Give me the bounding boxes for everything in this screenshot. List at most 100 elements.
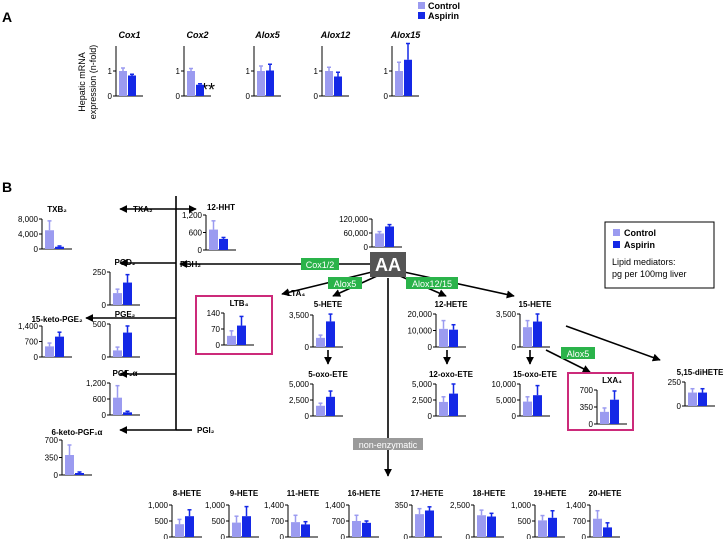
panel-a-letter: A xyxy=(2,9,12,25)
bar-aspirin xyxy=(123,332,132,357)
bar-control xyxy=(45,346,54,357)
bar-aspirin xyxy=(487,516,496,537)
bar-control xyxy=(352,521,361,537)
bar-control xyxy=(415,514,424,537)
y-tick-label: 0 xyxy=(221,533,226,539)
bar-control xyxy=(316,337,325,347)
enzyme-tag-alox5-lower xyxy=(561,347,595,359)
y-tick-label: 10,000 xyxy=(492,380,517,389)
label-pgi2: PGI₂ xyxy=(197,426,215,435)
bar-aspirin xyxy=(533,395,542,416)
chart-title: 17-HETE xyxy=(411,489,445,498)
bar-control xyxy=(257,71,265,96)
bar-control xyxy=(316,405,325,416)
bar-control xyxy=(688,392,697,406)
y-tick-label: 0 xyxy=(428,412,433,421)
bar-control xyxy=(175,524,184,537)
y-tick-label: 0 xyxy=(305,343,310,352)
bar-control xyxy=(325,71,333,96)
y-tick-label: 0 xyxy=(582,533,587,539)
y-tick-label: 0 xyxy=(512,412,517,421)
chart-title: Cox2 xyxy=(186,30,208,40)
bar-aspirin xyxy=(326,396,335,416)
y-tick-label: 0 xyxy=(102,411,107,420)
bar-control xyxy=(593,518,602,537)
y-tick-label: 0 xyxy=(404,533,409,539)
chart-aa: 120,000 60,000 0 xyxy=(339,215,402,252)
chart-title: PGE₂ xyxy=(115,310,136,319)
bar-control xyxy=(65,455,74,475)
y-tick-label: 0 xyxy=(589,420,594,429)
y-tick-label: 0 xyxy=(54,471,59,480)
bar-aspirin xyxy=(123,412,132,415)
bar-aspirin xyxy=(385,226,394,247)
bar-control xyxy=(187,71,195,96)
legend-b-swatch-aspirin xyxy=(613,241,620,248)
bar-aspirin xyxy=(55,246,64,249)
chart-title: Cox1 xyxy=(118,30,140,40)
bar-control xyxy=(538,520,547,537)
y-tick-label: 1 xyxy=(384,67,389,76)
y-tick-label: 0 xyxy=(102,353,107,362)
significance-marker: ** xyxy=(201,80,215,100)
y-tick-label: 0 xyxy=(164,533,169,539)
panel-a-ylabel-line1: Hepatic mRNA xyxy=(77,52,87,112)
bar-control xyxy=(439,401,448,416)
bar-aspirin xyxy=(533,321,542,347)
chart-title: 20-HETE xyxy=(589,489,623,498)
bar-aspirin xyxy=(196,84,204,96)
enzyme-tag-alox1215 xyxy=(406,277,458,289)
bar-aspirin xyxy=(75,473,84,475)
y-tick-label: 5,000 xyxy=(289,380,310,389)
bar-control xyxy=(113,397,122,415)
bar-control xyxy=(291,522,300,537)
bar-aspirin xyxy=(548,517,557,537)
y-tick-label: 1 xyxy=(314,67,319,76)
enzyme-tag-cox-label: Cox1/2 xyxy=(306,260,335,270)
y-tick-label: 120,000 xyxy=(339,215,368,224)
panel-a-ylabel-line2: expression (n-fold) xyxy=(88,45,98,120)
y-tick-label: 500 xyxy=(93,320,107,329)
y-tick-label: 500 xyxy=(155,517,169,526)
chart-title: 18-HETE xyxy=(473,489,507,498)
y-tick-label: 60,000 xyxy=(344,229,369,238)
y-tick-label: 2,500 xyxy=(289,396,310,405)
y-tick-label: 2,500 xyxy=(412,396,433,405)
bar-aspirin xyxy=(326,321,335,347)
y-tick-label: 0 xyxy=(512,343,517,352)
panel-a-legend: Control Aspirin xyxy=(418,1,460,21)
bar-aspirin xyxy=(449,393,458,416)
panel-b-legend: Control Aspirin Lipid mediators: pg per … xyxy=(604,221,715,289)
y-tick-label: 700 xyxy=(271,517,285,526)
bar-control xyxy=(477,515,486,537)
y-tick-label: 0 xyxy=(341,533,346,539)
bar-aspirin xyxy=(449,329,458,347)
chart-title: TXB₂ xyxy=(47,205,67,214)
y-tick-label: 0 xyxy=(677,402,682,411)
y-tick-label: 0 xyxy=(246,92,251,101)
y-tick-label: 700 xyxy=(573,517,587,526)
bar-control xyxy=(227,335,236,345)
enzyme-tag-alox5 xyxy=(328,277,362,289)
y-tick-label: 1 xyxy=(246,67,251,76)
bar-control xyxy=(45,230,54,249)
label-txa2: TXA₂ xyxy=(133,205,153,214)
y-tick-label: 0 xyxy=(34,245,39,254)
bar-control xyxy=(232,522,241,537)
chart-title: 9-HETE xyxy=(230,489,259,498)
y-tick-label: 700 xyxy=(45,436,59,445)
y-tick-label: 0 xyxy=(364,243,369,252)
y-tick-label: 0 xyxy=(102,301,107,310)
mini-charts: 01Cox101Cox201Alox501Alox1201Alox15120,0… xyxy=(18,30,724,539)
legend-label-aspirin: Aspirin xyxy=(428,11,459,21)
